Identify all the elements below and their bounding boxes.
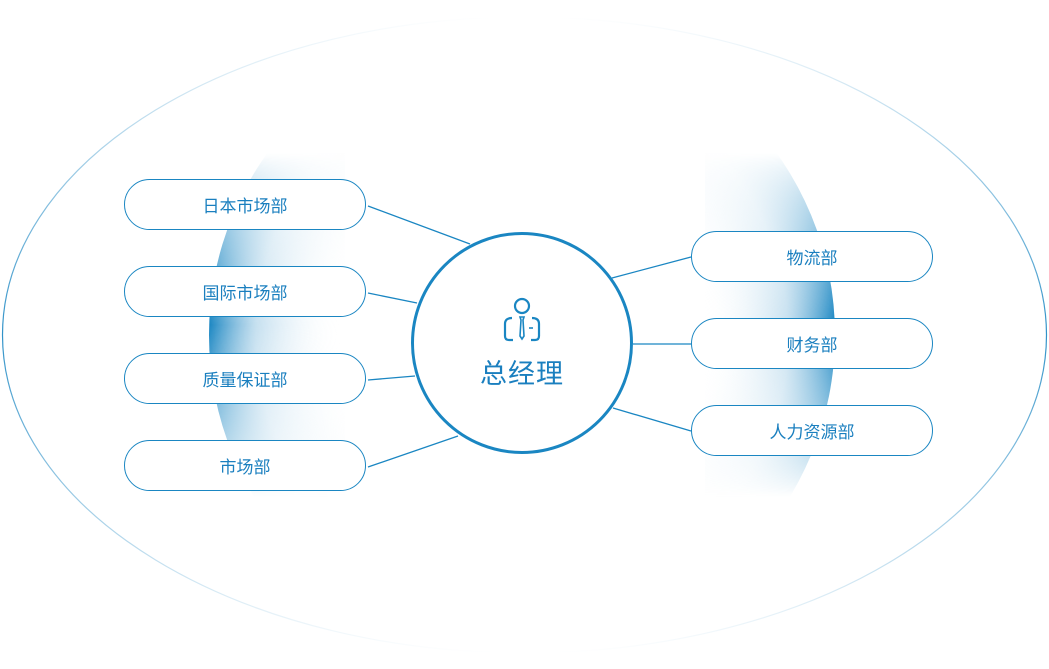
dept-market[interactable]: 市场部: [124, 440, 366, 491]
manager-person-icon: [503, 297, 541, 341]
dept-label: 日本市场部: [202, 197, 288, 217]
dept-japan-market[interactable]: 日本市场部: [124, 179, 366, 230]
dept-label: 人力资源部: [769, 423, 855, 443]
general-manager-node[interactable]: 总经理: [411, 232, 633, 454]
center-title: 总经理: [480, 358, 564, 390]
dept-international-market[interactable]: 国际市场部: [124, 266, 366, 317]
dept-label: 市场部: [219, 458, 271, 478]
dept-logistics[interactable]: 物流部: [691, 231, 933, 282]
dept-label: 国际市场部: [202, 284, 288, 304]
dept-finance[interactable]: 财务部: [691, 318, 933, 369]
outer-ellipse: [1, 16, 1048, 654]
dept-human-resources[interactable]: 人力资源部: [691, 405, 933, 456]
dept-label: 物流部: [786, 249, 838, 269]
dept-quality-assurance[interactable]: 质量保证部: [124, 353, 366, 404]
connector-lines: [367, 205, 692, 468]
dept-label: 质量保证部: [202, 371, 288, 391]
dept-label: 财务部: [786, 336, 838, 356]
